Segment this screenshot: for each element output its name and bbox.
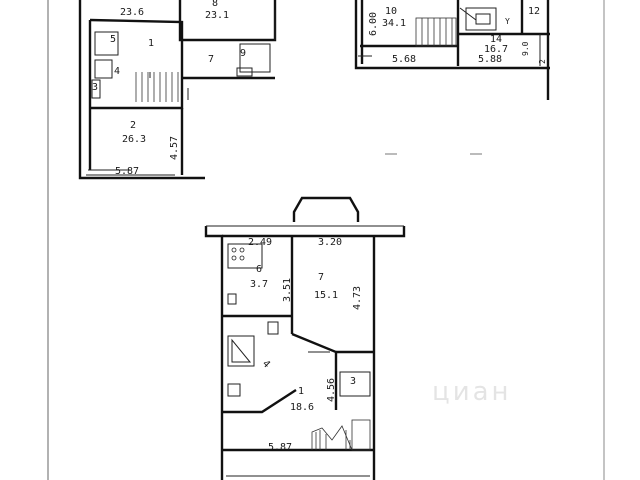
plan-b-area-14: 16.7 [484,44,508,55]
plan-a-room-2: 2 [130,120,136,131]
plan-c-room-1: 1 [298,386,304,397]
plan-c-area-7: 15.1 [314,290,338,301]
plan-c-dim-1-vertical: 4.56 [326,378,337,402]
plan-b: Y 6.00 10 34.1 14 16.7 9.0 5.68 5.88 12 … [354,0,550,100]
plan-b-dim-vertical: 6.00 [368,12,379,36]
plan-c-dim-top-right: 3.20 [318,237,342,248]
plan-c: 2.49 3.20 6 3.7 3.51 7 15.1 4.73 4 1 18.… [204,196,406,480]
watermark: циан [432,377,512,407]
plan-c-room-6: 6 [256,264,262,275]
plan-a-area-hall: 23.6 [120,7,144,18]
plan-c-dim-6-vertical: 3.51 [282,278,293,302]
plan-a-room-3: 3 [92,82,98,93]
stove-burners [231,247,245,261]
stair-c [311,419,371,451]
plan-a: 23.6 1 5 4 3 2 26.3 4.57 5.87 8 23.1 7 9 [78,0,277,180]
plan-b-room-2: 2 [538,59,547,64]
plan-a-dim-bottom: 5.87 [115,166,139,177]
plan-c-dim-7-vertical: 4.73 [352,286,363,310]
plan-b-room-12: 12 [528,6,540,17]
plan-a-area-2: 26.3 [122,134,146,145]
plan-c-dim-top-left: 2.49 [248,237,272,248]
plan-a-room-5: 5 [110,34,116,45]
plan-b-room-14: 14 [490,34,502,45]
plan-a-room-9: 9 [240,48,246,59]
plan-a-room-1: 1 [148,38,154,49]
plan-b-room-10: 10 [385,6,397,17]
plan-a-room-8: 8 [212,0,218,9]
plan-b-dim-small: 9.0 [521,41,530,56]
plan-b-door-mark: Y [505,17,510,26]
plan-c-area-6: 3.7 [250,279,268,290]
plan-b-dim-left: 5.68 [392,54,416,65]
plan-c-dim-bottom: 5.87 [268,442,292,453]
plan-b-dim-right: 5.88 [478,54,502,65]
plan-c-room-4: 4 [260,358,272,370]
plan-a-room-7: 7 [208,54,214,65]
plan-c-room-7: 7 [318,272,324,283]
plan-a-dim-vertical: 4.57 [169,136,180,160]
plan-c-room-3: 3 [350,376,356,387]
plan-b-area-10: 34.1 [382,18,406,29]
stair-b [415,17,457,47]
plan-a-room-4: 4 [114,66,120,77]
stair-a [135,72,179,102]
plan-a-area-8: 23.1 [205,10,229,21]
plan-c-area-1: 18.6 [290,402,314,413]
